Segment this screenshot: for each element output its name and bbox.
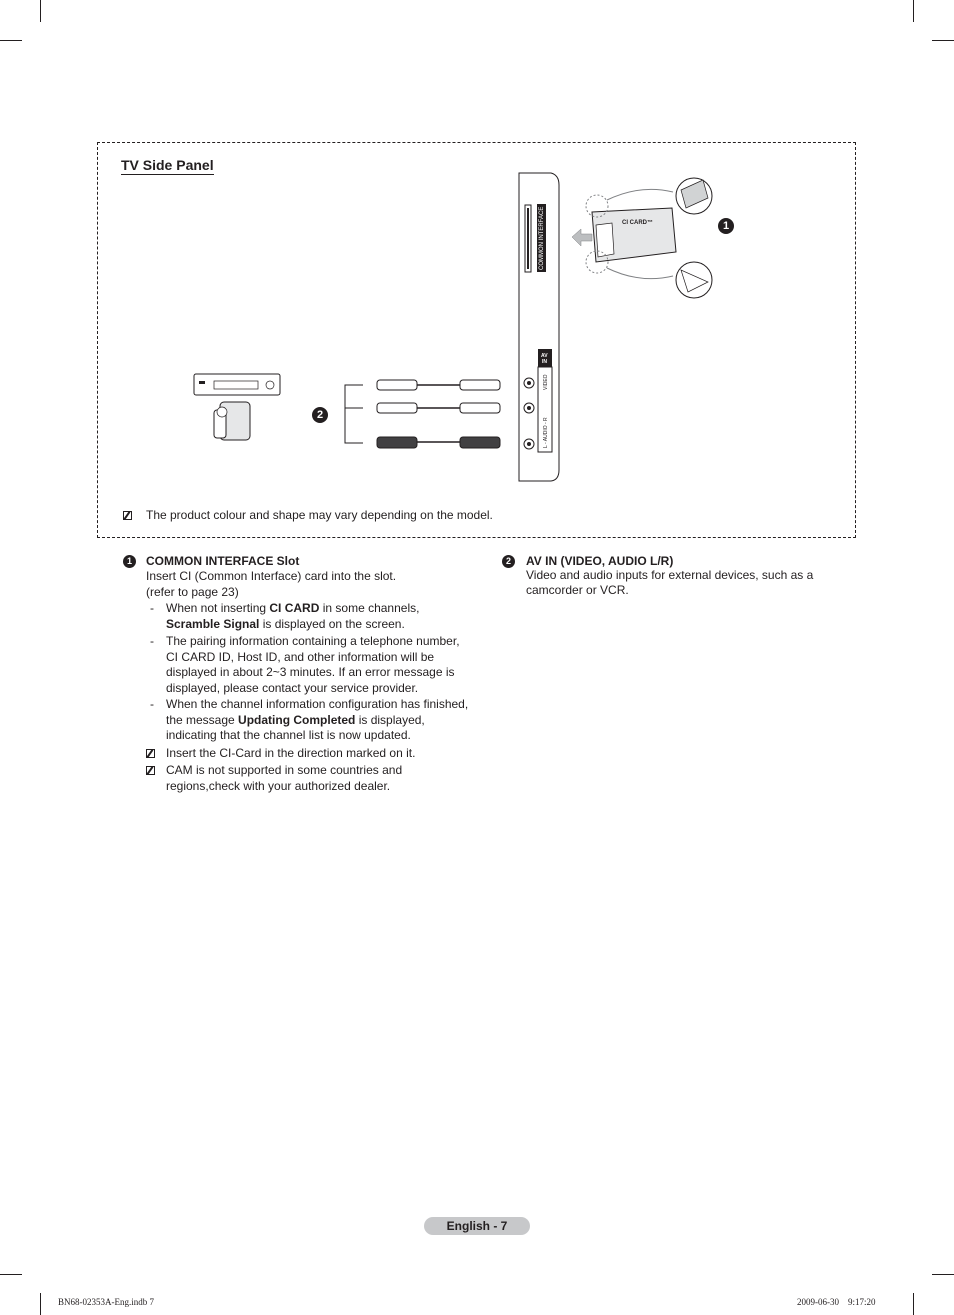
note-icon [146, 749, 155, 758]
ci-card-label: CI CARD™ [622, 219, 653, 226]
section-2-line2: camcorder or VCR. [526, 583, 629, 597]
av-jack-strip [537, 366, 553, 453]
rca-cable-audio-r [376, 436, 501, 449]
footer-date: 2009-06-30 9:17:20 [797, 1297, 876, 1307]
cable-bracket [344, 384, 363, 444]
marker-2: 2 [312, 407, 328, 423]
note-1: Insert the CI-Card in the direction mark… [166, 746, 416, 760]
section-2-marker: 2 [502, 555, 515, 568]
diagram-frame [97, 142, 856, 538]
crop-mark [0, 40, 22, 41]
marker-1: 1 [718, 218, 734, 234]
panel-title: TV Side Panel [121, 157, 214, 175]
bullet-dash: - [150, 601, 154, 615]
ci-slot-label-box [537, 204, 546, 272]
footer-file: BN68-02353A-Eng.indb 7 [58, 1297, 154, 1307]
note-icon [146, 766, 155, 775]
panel-note: The product colour and shape may vary de… [146, 508, 493, 522]
audio-label: L - AUDIO - R [543, 417, 549, 448]
section-1-title: COMMON INTERFACE Slot [146, 554, 300, 568]
section-2-title: AV IN (VIDEO, AUDIO L/R) [526, 554, 674, 568]
av-in-label: AV [541, 353, 548, 359]
rca-cable-video [376, 379, 501, 391]
rca-cable-audio-l [376, 402, 501, 414]
bullet-2: The pairing information containing a tel… [166, 634, 460, 695]
crop-mark [0, 1274, 22, 1275]
svg-text:IN: IN [542, 359, 547, 365]
crop-mark [913, 1293, 914, 1315]
page-number: English - 7 [424, 1217, 530, 1235]
insert-arrow-icon [571, 228, 593, 247]
side-panel-diagram: COMMON INTERFACE AV IN VIDEO L - AUDIO -… [193, 172, 713, 482]
camcorder-device [213, 401, 251, 441]
note-2: CAM is not supported in some countries a… [166, 763, 403, 793]
section-2-line1: Video and audio inputs for external devi… [526, 568, 814, 582]
bullet-3: When the channel information configurati… [166, 697, 469, 742]
bullet-dash: - [150, 634, 154, 648]
section-1-line1: Insert CI (Common Interface) card into t… [146, 569, 397, 583]
av-in-box [538, 349, 552, 367]
video-label: VIDEO [543, 374, 549, 390]
section-1-line2: (refer to page 23) [146, 585, 239, 599]
section-1-marker: 1 [123, 555, 136, 568]
note-icon [123, 511, 132, 520]
crop-mark [932, 40, 954, 41]
ci-slot-label: COMMON INTERFACE [539, 207, 545, 270]
crop-mark [932, 1274, 954, 1275]
crop-mark [40, 1293, 41, 1315]
crop-mark [913, 0, 914, 22]
crop-mark [40, 0, 41, 22]
bullet-dash: - [150, 697, 154, 711]
bullet-1: When not inserting CI CARD in some chann… [166, 601, 420, 631]
